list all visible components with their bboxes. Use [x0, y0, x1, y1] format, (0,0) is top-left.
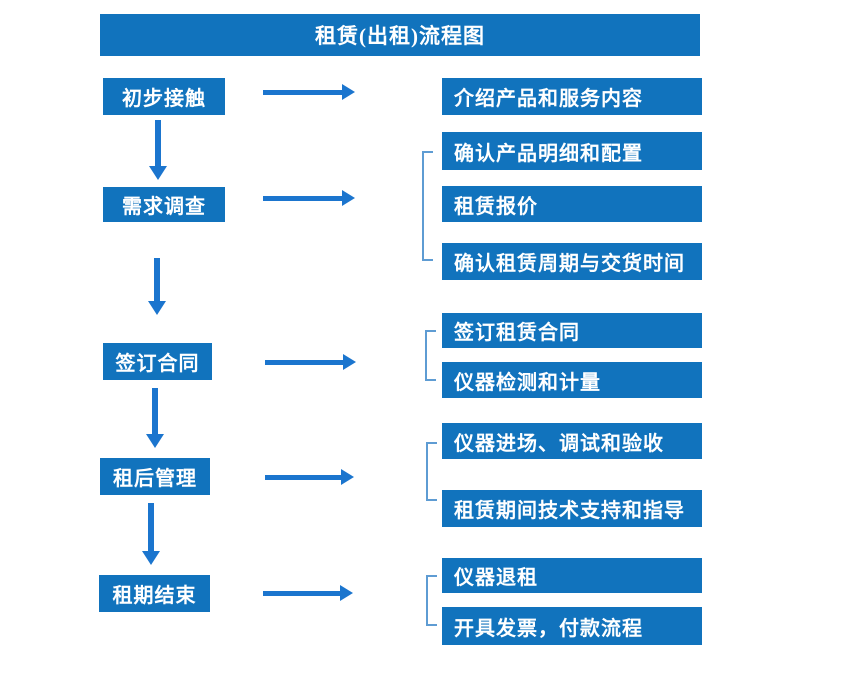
arrow-shaft: [265, 359, 345, 365]
arrow-right-icon: [342, 190, 355, 206]
arrow-shaft: [152, 388, 158, 436]
step-box-rental-end: 租期结束: [99, 575, 210, 612]
arrow-down-step1-step2: [149, 120, 167, 180]
arrow-down-step2-step3: [148, 258, 166, 315]
arrow-down-step3-step4: [146, 388, 164, 448]
arrow-right-icon: [342, 84, 355, 100]
step-box-initial-contact: 初步接触: [103, 78, 225, 115]
arrow-right-icon: [340, 585, 353, 601]
bracket-step2-details: [422, 151, 433, 261]
arrow-shaft: [265, 474, 343, 480]
arrow-right-step5: [263, 585, 353, 601]
bracket-step3-details: [425, 330, 436, 381]
bracket-step5-details: [426, 575, 437, 626]
arrow-down-icon: [149, 166, 167, 180]
step-box-post-rental-management: 租后管理: [100, 458, 210, 495]
bracket-step4-details: [426, 442, 437, 501]
step-box-demand-survey: 需求调查: [103, 187, 225, 222]
arrow-shaft: [154, 258, 160, 303]
arrow-right-step2: [263, 190, 355, 206]
detail-box-confirm-rental-period-delivery: 确认租赁周期与交货时间: [442, 243, 702, 280]
detail-box-invoice-payment-process: 开具发票，付款流程: [442, 607, 702, 645]
arrow-shaft: [263, 89, 344, 95]
arrow-shaft: [263, 195, 344, 201]
detail-box-introduce-products-services: 介绍产品和服务内容: [442, 78, 702, 115]
arrow-shaft: [148, 503, 154, 553]
detail-box-rental-quotation: 租赁报价: [442, 186, 702, 222]
arrow-down-icon: [148, 301, 166, 315]
arrow-down-icon: [142, 551, 160, 565]
detail-box-instrument-inspection-metering: 仪器检测和计量: [442, 362, 702, 398]
arrow-right-step1: [263, 84, 355, 100]
detail-box-instrument-setup-acceptance: 仪器进场、调试和验收: [442, 423, 702, 459]
detail-box-sign-rental-contract: 签订租赁合同: [442, 313, 702, 348]
flowchart-title: 租赁(出租)流程图: [100, 14, 700, 56]
detail-box-confirm-product-details: 确认产品明细和配置: [442, 132, 702, 170]
arrow-right-step3: [265, 354, 356, 370]
arrow-right-icon: [341, 469, 354, 485]
arrow-shaft: [155, 120, 161, 168]
arrow-right-icon: [343, 354, 356, 370]
detail-box-instrument-return: 仪器退租: [442, 558, 702, 593]
detail-box-technical-support-guidance: 租赁期间技术支持和指导: [442, 490, 702, 527]
step-box-sign-contract: 签订合同: [103, 343, 212, 380]
arrow-shaft: [263, 590, 342, 596]
arrow-right-step4: [265, 469, 354, 485]
arrow-down-step4-step5: [142, 503, 160, 565]
arrow-down-icon: [146, 434, 164, 448]
